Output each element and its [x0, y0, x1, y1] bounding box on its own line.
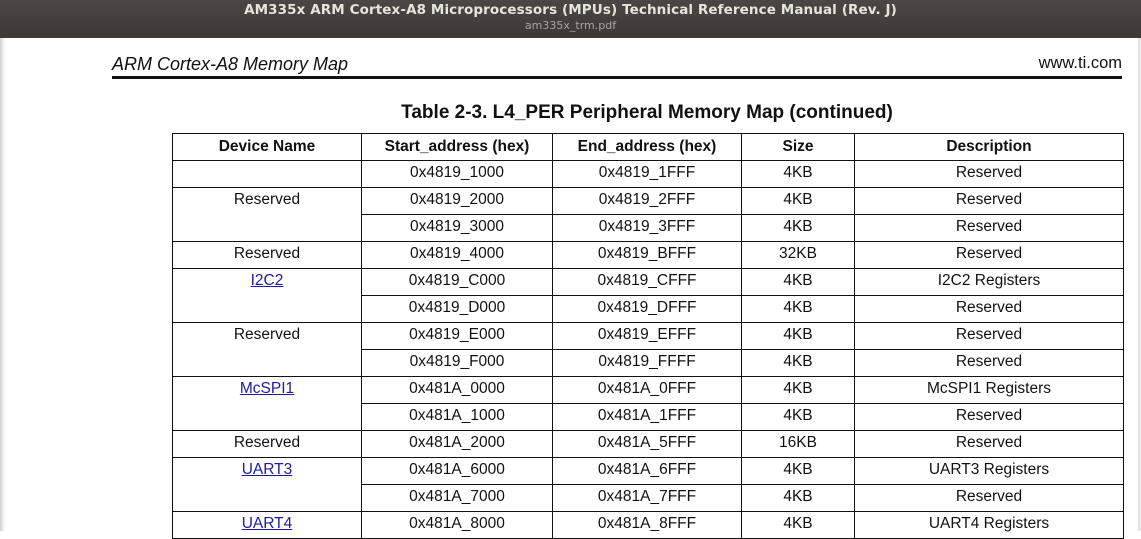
device-name-cell: Reserved	[172, 322, 362, 377]
column-header-device-name: Device Name	[172, 133, 362, 161]
description-cell: Reserved	[854, 187, 1124, 215]
device-name-cell: UART4	[172, 511, 362, 539]
start-address-cell: 0x481A_0000	[361, 376, 553, 404]
device-link-uart4[interactable]: UART4	[241, 515, 293, 532]
column-header-end-address: End_address (hex)	[552, 133, 742, 161]
end-address-cell: 0x4819_CFFF	[552, 268, 742, 296]
description-cell: Reserved	[854, 349, 1124, 377]
end-address-cell: 0x481A_5FFF	[552, 430, 742, 458]
size-cell: 4KB	[741, 511, 855, 539]
description-cell: Reserved	[854, 160, 1124, 188]
start-address-cell: 0x481A_1000	[361, 403, 553, 431]
device-link-i2c2[interactable]: I2C2	[250, 272, 284, 289]
page-right-edge	[1138, 38, 1141, 531]
end-address-cell: 0x4819_2FFF	[552, 187, 742, 215]
column-header-description: Description	[854, 133, 1124, 161]
size-cell: 4KB	[741, 295, 855, 323]
page-left-shadow	[0, 38, 6, 531]
device-name-cell: Reserved	[172, 430, 362, 458]
end-address-cell: 0x4819_BFFF	[552, 241, 742, 269]
size-cell: 4KB	[741, 322, 855, 350]
window-filename: am335x_trm.pdf	[524, 19, 617, 32]
description-cell: UART3 Registers	[854, 457, 1124, 485]
size-cell: 32KB	[741, 241, 855, 269]
size-cell: 4KB	[741, 187, 855, 215]
window-titlebar[interactable]: AM335x ARM Cortex-A8 Microprocessors (MP…	[0, 0, 1141, 38]
device-name-cell: Reserved	[172, 241, 362, 269]
size-cell: 16KB	[741, 430, 855, 458]
window-title: AM335x ARM Cortex-A8 Microprocessors (MP…	[244, 2, 897, 18]
start-address-cell: 0x481A_7000	[361, 484, 553, 512]
description-cell: Reserved	[854, 430, 1124, 458]
description-cell: Reserved	[854, 484, 1124, 512]
device-name-cell: McSPI1	[172, 376, 362, 431]
end-address-cell: 0x481A_7FFF	[552, 484, 742, 512]
start-address-cell: 0x4819_1000	[361, 160, 553, 188]
size-cell: 4KB	[741, 376, 855, 404]
page-header-rule	[112, 76, 1122, 79]
column-header-start-address: Start_address (hex)	[361, 133, 553, 161]
description-cell: Reserved	[854, 241, 1124, 269]
device-name-cell: I2C2	[172, 268, 362, 323]
start-address-cell: 0x4819_C000	[361, 268, 553, 296]
end-address-cell: 0x4819_1FFF	[552, 160, 742, 188]
start-address-cell: 0x481A_8000	[361, 511, 553, 539]
description-cell: Reserved	[854, 214, 1124, 242]
size-cell: 4KB	[741, 403, 855, 431]
start-address-cell: 0x481A_6000	[361, 457, 553, 485]
size-cell: 4KB	[741, 457, 855, 485]
device-link-uart3[interactable]: UART3	[241, 461, 293, 478]
description-cell: Reserved	[854, 295, 1124, 323]
page-header-section: ARM Cortex-A8 Memory Map	[112, 54, 349, 74]
device-name-cell: Reserved	[172, 187, 362, 242]
start-address-cell: 0x4819_D000	[361, 295, 553, 323]
table-title: Table 2-3. L4_PER Peripheral Memory Map …	[401, 102, 893, 123]
start-address-cell: 0x4819_4000	[361, 241, 553, 269]
size-cell: 4KB	[741, 160, 855, 188]
table-header-row: Device Name Start_address (hex) End_addr…	[172, 133, 1124, 161]
description-cell: Reserved	[854, 322, 1124, 350]
description-cell: McSPI1 Registers	[854, 376, 1124, 404]
page-header-website: www.ti.com	[1038, 54, 1122, 72]
start-address-cell: 0x4819_2000	[361, 187, 553, 215]
device-name-cell	[172, 160, 362, 188]
device-name-cell: UART3	[172, 457, 362, 512]
description-cell: UART4 Registers	[854, 511, 1124, 539]
start-address-cell: 0x481A_2000	[361, 430, 553, 458]
description-cell: I2C2 Registers	[854, 268, 1124, 296]
end-address-cell: 0x481A_1FFF	[552, 403, 742, 431]
end-address-cell: 0x4819_3FFF	[552, 214, 742, 242]
column-header-size: Size	[741, 133, 855, 161]
end-address-cell: 0x481A_6FFF	[552, 457, 742, 485]
size-cell: 4KB	[741, 214, 855, 242]
end-address-cell: 0x481A_8FFF	[552, 511, 742, 539]
end-address-cell: 0x4819_FFFF	[552, 349, 742, 377]
start-address-cell: 0x4819_F000	[361, 349, 553, 377]
size-cell: 4KB	[741, 349, 855, 377]
description-cell: Reserved	[854, 403, 1124, 431]
size-cell: 4KB	[741, 484, 855, 512]
end-address-cell: 0x4819_EFFF	[552, 322, 742, 350]
start-address-cell: 0x4819_3000	[361, 214, 553, 242]
start-address-cell: 0x4819_E000	[361, 322, 553, 350]
end-address-cell: 0x481A_0FFF	[552, 376, 742, 404]
device-link-mcspi1[interactable]: McSPI1	[239, 380, 295, 397]
size-cell: 4KB	[741, 268, 855, 296]
end-address-cell: 0x4819_DFFF	[552, 295, 742, 323]
memory-map-table: Device Name Start_address (hex) End_addr…	[172, 133, 1124, 539]
